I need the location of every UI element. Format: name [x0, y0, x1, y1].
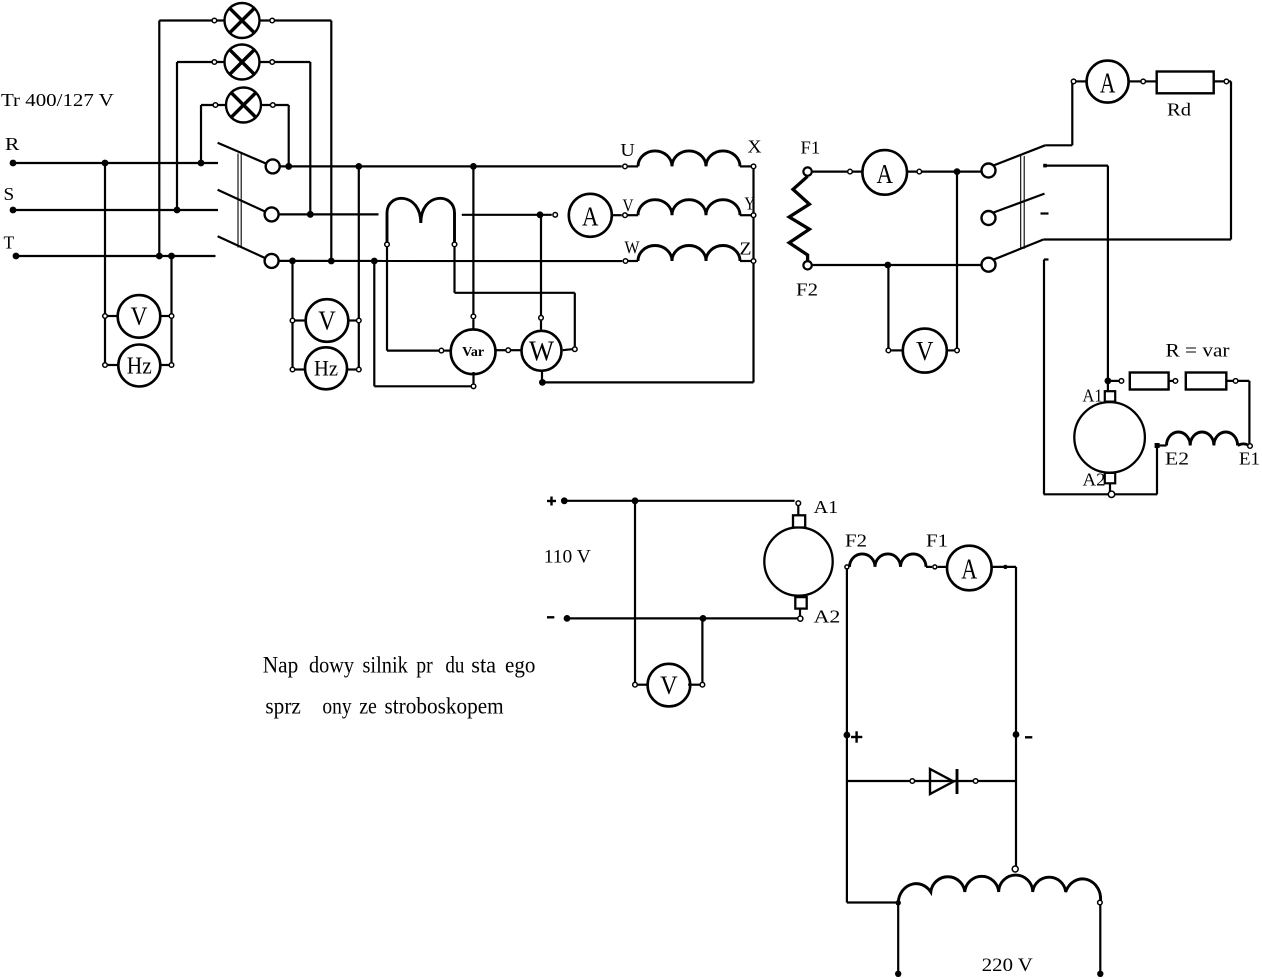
- svg-text:F2: F2: [796, 280, 818, 300]
- svg-text:S: S: [4, 184, 15, 204]
- svg-text:A: A: [876, 158, 893, 189]
- svg-text:A: A: [582, 201, 599, 232]
- svg-text:V: V: [131, 302, 148, 331]
- svg-text:A1: A1: [814, 497, 839, 517]
- svg-text:A2: A2: [1083, 470, 1106, 490]
- svg-text:F1: F1: [926, 531, 948, 551]
- svg-text:V: V: [623, 196, 634, 216]
- svg-text:220 V: 220 V: [982, 956, 1034, 976]
- svg-text:Var: Var: [462, 345, 484, 360]
- svg-text:Hz: Hz: [127, 353, 152, 379]
- svg-text:V: V: [318, 305, 336, 336]
- svg-text:Z: Z: [740, 239, 752, 259]
- svg-text:W: W: [529, 336, 555, 367]
- svg-text:E1: E1: [1239, 449, 1260, 469]
- svg-text:Tr 400/127 V: Tr 400/127 V: [1, 90, 114, 110]
- svg-text:T: T: [4, 233, 15, 253]
- svg-text:F1: F1: [801, 138, 821, 158]
- svg-text:110 V: 110 V: [544, 548, 592, 568]
- svg-text:A1: A1: [1083, 386, 1103, 406]
- svg-text:U: U: [620, 140, 634, 160]
- svg-text:Hz: Hz: [314, 356, 338, 381]
- svg-text:V: V: [660, 671, 678, 700]
- svg-text:R: R: [5, 134, 19, 154]
- svg-text:Rd: Rd: [1167, 100, 1191, 120]
- svg-text:R = var: R = var: [1166, 342, 1230, 362]
- svg-text:X: X: [748, 137, 762, 157]
- svg-text:A: A: [1100, 68, 1116, 99]
- svg-text:A: A: [961, 554, 978, 585]
- svg-text:A2: A2: [814, 607, 841, 627]
- svg-text:E2: E2: [1165, 449, 1189, 469]
- svg-text:W: W: [625, 238, 640, 258]
- svg-text:V: V: [916, 335, 934, 366]
- svg-text:Y: Y: [745, 194, 756, 214]
- svg-text:F2: F2: [845, 531, 867, 551]
